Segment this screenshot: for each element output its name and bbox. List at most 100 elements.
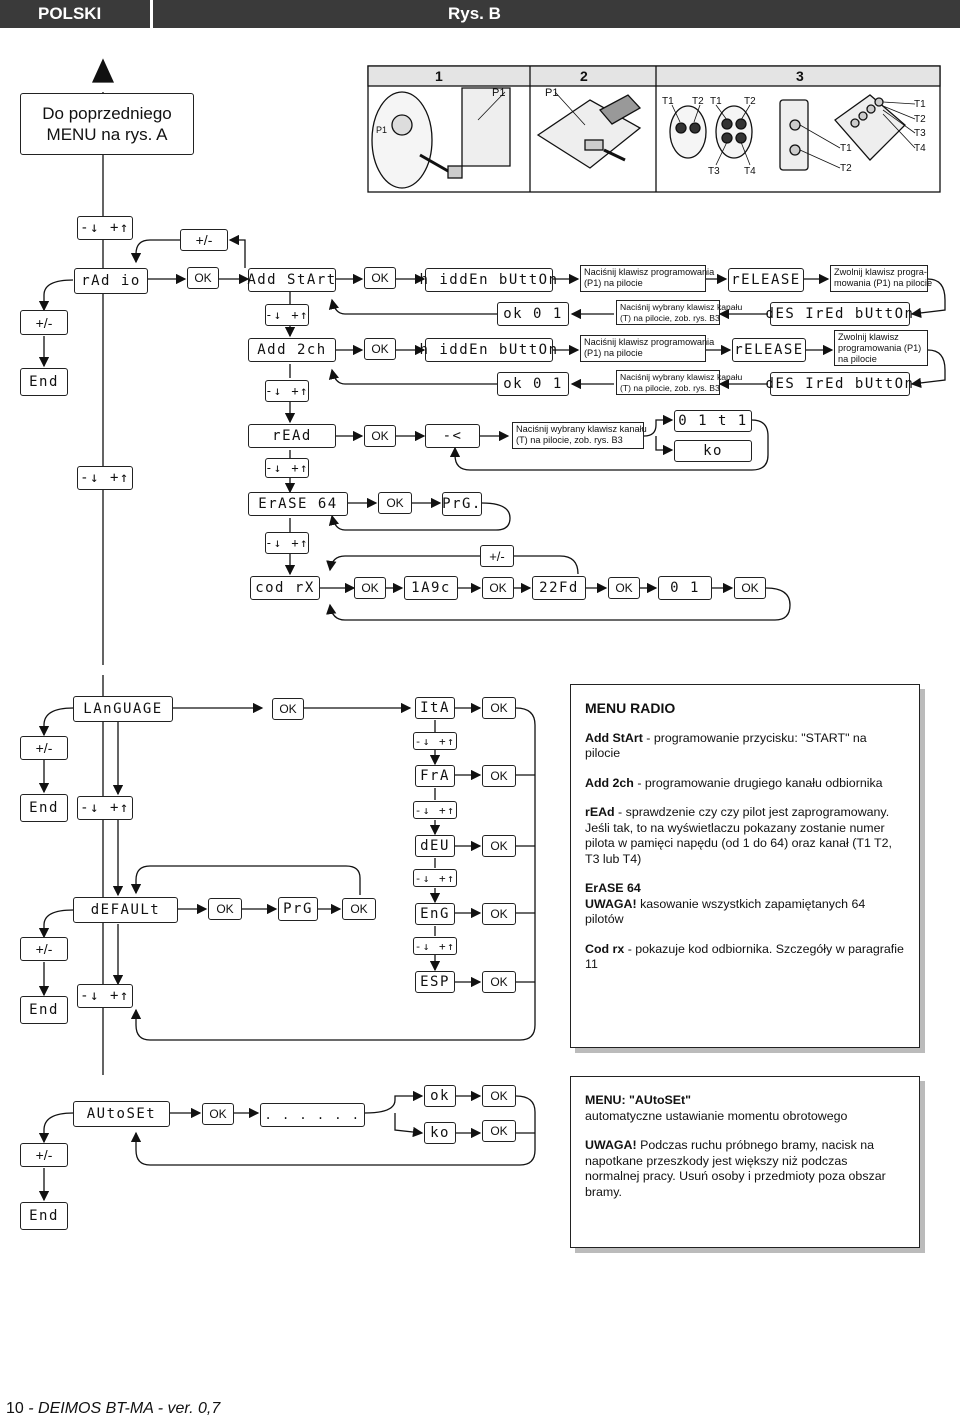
autoset-display: AUtoSEt bbox=[73, 1101, 170, 1127]
label-t3c: T3 bbox=[914, 128, 926, 139]
ok-button-code2[interactable]: OK bbox=[608, 577, 640, 599]
release-display-2: rELEASE bbox=[732, 338, 806, 362]
updown-key-l4[interactable]: -↓ +↑ bbox=[413, 937, 457, 955]
updown-key-r2[interactable]: -↓ +↑ bbox=[265, 380, 309, 402]
updown-key-l2[interactable]: -↓ +↑ bbox=[413, 801, 457, 819]
label-t1: T1 bbox=[662, 96, 674, 107]
ok-button-radio[interactable]: OK bbox=[187, 267, 219, 289]
note-press-p1-1: Naciśnij klawisz programowania(P1) na pi… bbox=[580, 265, 714, 292]
hidden-button-display-1: h iddEn bUttOn bbox=[420, 268, 557, 292]
note-release-p1-1: Zwolnij klawisz progra-mowania (P1) na p… bbox=[830, 265, 932, 292]
end-display-1: End bbox=[20, 368, 68, 396]
end-display-4: End bbox=[20, 1202, 68, 1230]
radio-display: rAd io bbox=[74, 268, 148, 294]
ok-button-esp[interactable]: OK bbox=[482, 971, 516, 993]
plusminus-key-3[interactable]: +/- bbox=[20, 937, 68, 961]
release-display-1: rELEASE bbox=[728, 268, 804, 292]
label-t2b: T2 bbox=[744, 96, 756, 107]
ok-button-result-ok[interactable]: OK bbox=[482, 1085, 516, 1107]
doc-name: - DEIMOS BT-MA - ver. 0,7 bbox=[23, 1400, 221, 1417]
prg-display-default: PrG bbox=[278, 897, 318, 921]
plusminus-key-2[interactable]: +/- bbox=[20, 736, 68, 760]
hidden-button-display-2: h iddEn bUttOn bbox=[420, 338, 557, 362]
fra-display: FrA bbox=[415, 765, 455, 787]
progress-display: . . . . . . bbox=[260, 1103, 365, 1127]
updown-key-r4[interactable]: -↓ +↑ bbox=[265, 532, 309, 554]
ok-button-autoset[interactable]: OK bbox=[202, 1103, 234, 1125]
cod-rx-display: cod rX bbox=[250, 576, 320, 600]
ok-button-code1[interactable]: OK bbox=[482, 577, 514, 599]
note-press-t-3: Naciśnij wybrany klawisz kanału(T) na pi… bbox=[512, 422, 647, 449]
autoset-warning: UWAGA! Podczas ruchu próbnego bramy, nac… bbox=[585, 1138, 886, 1199]
code-part3-display: 0 1 bbox=[658, 576, 712, 600]
ok01-display-2: ok 0 1 bbox=[497, 372, 569, 396]
note-press-t-2: Naciśnij wybrany klawisz kanału(T) na pi… bbox=[616, 370, 742, 395]
ok-button-code3[interactable]: OK bbox=[734, 577, 766, 599]
ok-button-codrx[interactable]: OK bbox=[354, 577, 386, 599]
ok-button-deu[interactable]: OK bbox=[482, 835, 516, 857]
deu-display: dEU bbox=[415, 835, 455, 857]
ok-button-erase[interactable]: OK bbox=[378, 492, 412, 514]
ok-button-read[interactable]: OK bbox=[364, 425, 396, 447]
header-divider bbox=[150, 0, 153, 28]
ok-button-add2ch[interactable]: OK bbox=[364, 338, 396, 360]
label-t4: T4 bbox=[744, 166, 756, 177]
o1t1-display: 0 1 t 1 bbox=[674, 410, 752, 432]
autoset-title: MENU: "AUtoSEt"automatyczne ustawianie m… bbox=[585, 1093, 848, 1123]
note-press-t-1: Naciśnij wybrany klawisz kanału(T) na pi… bbox=[616, 300, 742, 325]
ita-display: ItA bbox=[415, 697, 455, 719]
updown-key-l3[interactable]: -↓ +↑ bbox=[413, 869, 457, 887]
label-t1d: T1 bbox=[840, 143, 852, 154]
read-display: rEAd bbox=[248, 424, 336, 448]
label-t4c: T4 bbox=[914, 143, 926, 154]
default-display: dEFAULt bbox=[73, 897, 178, 923]
updown-key-left[interactable]: -↓ +↑ bbox=[77, 466, 133, 490]
ok-button-addstart[interactable]: OK bbox=[364, 267, 396, 289]
previous-menu-box: Do poprzedniego MENU na rys. A bbox=[20, 93, 194, 155]
plusminus-key-1[interactable]: +/- bbox=[20, 310, 68, 335]
ok-button-default-confirm[interactable]: OK bbox=[342, 898, 376, 920]
erase64-display: ErASE 64 bbox=[248, 492, 348, 516]
page-footer: 10 - DEIMOS BT-MA - ver. 0,7 bbox=[6, 1400, 220, 1418]
updown-key-l1[interactable]: -↓ +↑ bbox=[413, 732, 457, 750]
desired-button-display-1: dES IrEd bUttOn bbox=[766, 302, 913, 326]
ok-button-result-ko[interactable]: OK bbox=[482, 1120, 516, 1142]
add-2ch-display: Add 2ch bbox=[248, 338, 336, 362]
wait-display: -< bbox=[425, 424, 480, 448]
plusminus-key-codrx[interactable]: +/- bbox=[480, 545, 514, 567]
previous-menu-line1: Do poprzedniego bbox=[42, 104, 172, 123]
ok-button-language[interactable]: OK bbox=[272, 698, 304, 720]
ok-button-ita[interactable]: OK bbox=[482, 697, 516, 719]
step-1-label: 1 bbox=[435, 68, 443, 84]
eng-display: EnG bbox=[415, 903, 455, 925]
end-display-2: End bbox=[20, 794, 68, 822]
ko-result-display: ko bbox=[424, 1122, 456, 1144]
label-t3: T3 bbox=[708, 166, 720, 177]
step-3-label: 3 bbox=[796, 68, 804, 84]
ok-result-display: ok bbox=[424, 1085, 456, 1107]
end-display-3: End bbox=[20, 996, 68, 1024]
updown-key-r1[interactable]: -↓ +↑ bbox=[265, 304, 309, 326]
updown-key-r3[interactable]: -↓ +↑ bbox=[265, 458, 309, 478]
updown-key[interactable]: -↓ +↑ bbox=[77, 216, 133, 240]
plusminus-key[interactable]: +/- bbox=[180, 229, 228, 251]
ok-button-default[interactable]: OK bbox=[208, 898, 242, 920]
menu-radio-title: MENU RADIO bbox=[585, 700, 676, 716]
label-t2d: T2 bbox=[840, 163, 852, 174]
step-2-label: 2 bbox=[580, 68, 588, 84]
add-start-display: Add StArt bbox=[247, 268, 336, 292]
updown-key-default[interactable]: -↓ +↑ bbox=[77, 984, 133, 1008]
ok-button-fra[interactable]: OK bbox=[482, 765, 516, 787]
previous-menu-line2: MENU na rys. A bbox=[46, 125, 168, 144]
ok-button-eng[interactable]: OK bbox=[482, 903, 516, 925]
updown-key-lang[interactable]: -↓ +↑ bbox=[77, 796, 133, 820]
plusminus-key-4[interactable]: +/- bbox=[20, 1143, 68, 1167]
label-t1c: T1 bbox=[914, 99, 926, 110]
header-bar bbox=[0, 0, 960, 28]
panel-add-2ch: Add 2ch - programowanie drugiego kanału … bbox=[585, 775, 883, 790]
note-press-p1-2: Naciśnij klawisz programowania(P1) na pi… bbox=[580, 335, 714, 362]
label-t2c: T2 bbox=[914, 114, 926, 125]
